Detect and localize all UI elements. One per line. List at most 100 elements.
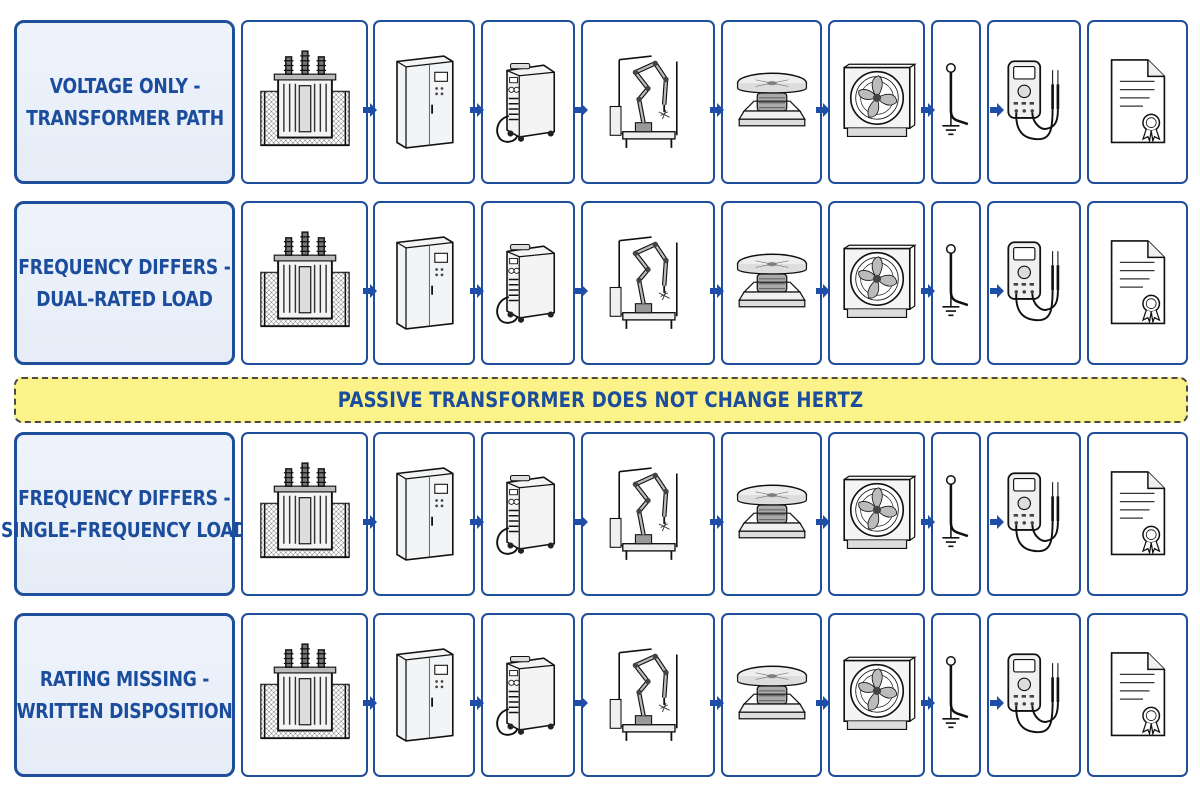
welding-power-supply-icon [496, 655, 556, 736]
arrow-right-icon [573, 514, 589, 530]
step-card [721, 20, 822, 184]
exhaust-fan-icon [842, 244, 916, 319]
arrow-right-icon [709, 514, 725, 530]
arrow-right-icon [989, 695, 1005, 711]
exhaust-fan-icon [842, 63, 916, 138]
transformer-icon [259, 643, 350, 740]
robotic-welding-cell-icon [603, 464, 693, 564]
row-label: FREQUENCY DIFFERS - SINGLE-FREQUENCY LOAD [1, 482, 248, 546]
step-card [481, 201, 575, 365]
step-card [828, 432, 925, 596]
arrow-right-icon [989, 283, 1005, 299]
row-label-line2: DUAL-RATED LOAD [36, 287, 213, 311]
step-card [481, 432, 575, 596]
electrical-cabinet-icon [396, 236, 454, 330]
certificate-document-icon [1110, 240, 1165, 325]
step-card [721, 201, 822, 365]
certificate-document-icon [1110, 471, 1165, 556]
row-label-line1: FREQUENCY DIFFERS - [18, 486, 231, 510]
step-card [581, 20, 715, 184]
robotic-welding-cell-icon [603, 52, 693, 152]
exhaust-fan-icon [842, 656, 916, 731]
certificate-document-icon [1110, 59, 1165, 144]
transformer-icon [259, 50, 350, 147]
arrow-right-icon [573, 695, 589, 711]
step-card [481, 20, 575, 184]
flow-row: FREQUENCY DIFFERS -DUAL-RATED LOAD [0, 201, 1200, 365]
arrow-right-icon [920, 102, 936, 118]
row-label: FREQUENCY DIFFERS -DUAL-RATED LOAD [18, 251, 231, 315]
row-label: VOLTAGE ONLY -TRANSFORMER PATH [26, 70, 224, 134]
arrow-right-icon [362, 695, 378, 711]
positioner-turntable-icon [736, 484, 807, 539]
step-card [987, 613, 1081, 777]
arrow-right-icon [362, 514, 378, 530]
welding-power-supply-icon [496, 62, 556, 143]
multimeter-icon [1006, 240, 1060, 322]
robotic-welding-cell-icon [603, 645, 693, 745]
arrow-right-icon [920, 695, 936, 711]
ground-rod-icon [941, 62, 970, 136]
arrow-right-icon [989, 514, 1005, 530]
arrow-right-icon [469, 514, 485, 530]
row-label-card: FREQUENCY DIFFERS -DUAL-RATED LOAD [14, 201, 235, 365]
arrow-right-icon [709, 695, 725, 711]
row-label-card: VOLTAGE ONLY -TRANSFORMER PATH [14, 20, 235, 184]
arrow-right-icon [469, 283, 485, 299]
electrical-cabinet-icon [396, 648, 454, 742]
electrical-cabinet-icon [396, 467, 454, 561]
welding-power-supply-icon [496, 243, 556, 324]
arrow-right-icon [815, 514, 831, 530]
step-card [581, 613, 715, 777]
step-card [241, 613, 368, 777]
transformer-icon [259, 231, 350, 328]
arrow-right-icon [362, 283, 378, 299]
step-card [828, 613, 925, 777]
arrow-right-icon [573, 102, 589, 118]
flow-row: VOLTAGE ONLY -TRANSFORMER PATH [0, 20, 1200, 184]
step-card [581, 432, 715, 596]
welding-power-supply-icon [496, 474, 556, 555]
arrow-right-icon [920, 283, 936, 299]
step-card [481, 613, 575, 777]
ground-rod-icon [941, 243, 970, 317]
banner-text: PASSIVE TRANSFORMER DOES NOT CHANGE HERT… [338, 388, 864, 412]
electrical-cabinet-icon [396, 55, 454, 149]
step-card [373, 613, 475, 777]
step-card [721, 613, 822, 777]
step-card [987, 20, 1081, 184]
multimeter-icon [1006, 471, 1060, 553]
arrow-right-icon [362, 102, 378, 118]
certificate-document-icon [1110, 652, 1165, 737]
arrow-right-icon [469, 102, 485, 118]
arrow-right-icon [469, 695, 485, 711]
step-card [721, 432, 822, 596]
arrow-right-icon [815, 283, 831, 299]
positioner-turntable-icon [736, 665, 807, 720]
step-card [1087, 432, 1188, 596]
robotic-welding-cell-icon [603, 233, 693, 333]
step-card [931, 613, 981, 777]
row-label: RATING MISSING - WRITTEN DISPOSITION [17, 663, 233, 727]
flow-row: RATING MISSING - WRITTEN DISPOSITION [0, 613, 1200, 777]
row-label-line2: WRITTEN DISPOSITION [16, 699, 233, 723]
positioner-turntable-icon [736, 253, 807, 308]
row-label-line1: RATING MISSING - [39, 667, 210, 691]
flow-row: FREQUENCY DIFFERS - SINGLE-FREQUENCY LOAD [0, 432, 1200, 596]
arrow-right-icon [989, 102, 1005, 118]
ground-rod-icon [941, 655, 970, 729]
step-card [931, 432, 981, 596]
row-label-line2: SINGLE-FREQUENCY LOAD [1, 518, 248, 542]
step-card [373, 201, 475, 365]
step-card [987, 432, 1081, 596]
step-card [241, 20, 368, 184]
arrow-right-icon [815, 102, 831, 118]
step-card [931, 20, 981, 184]
arrow-right-icon [920, 514, 936, 530]
exhaust-fan-icon [842, 475, 916, 550]
step-card [1087, 20, 1188, 184]
step-card [581, 201, 715, 365]
step-card [828, 20, 925, 184]
arrow-right-icon [573, 283, 589, 299]
step-card [1087, 613, 1188, 777]
